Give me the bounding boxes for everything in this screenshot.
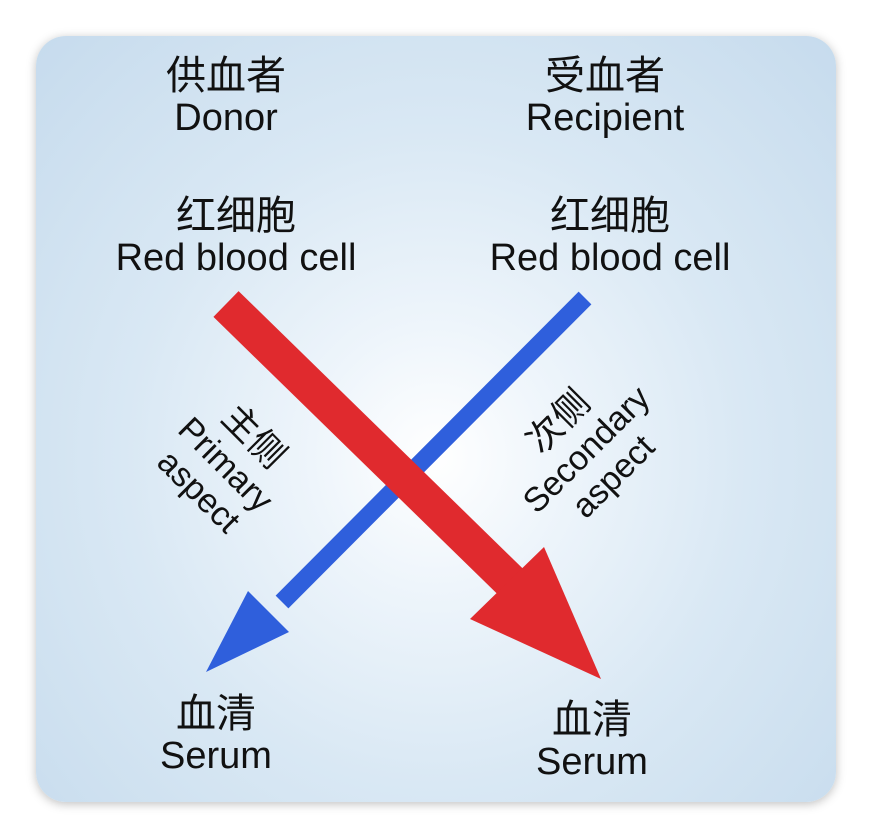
donor-label-en: Donor — [174, 97, 278, 139]
recipient-label-en: Recipient — [525, 97, 685, 139]
recipient-rbc-label: 红细胞 Red blood cell — [460, 194, 760, 280]
donor-rbc-label: 红细胞 Red blood cell — [86, 194, 386, 280]
donor-rbc-label-en: Red blood cell — [115, 237, 357, 279]
serum-right-zh: 血清 — [552, 697, 632, 743]
diagram-panel: 供血者 Donor 受血者 Recipient 红细胞 Red blood ce… — [36, 36, 836, 802]
recipient-label: 受血者 Recipient — [500, 54, 710, 140]
serum-left-en: Serum — [160, 735, 272, 777]
serum-left-label: 血清 Serum — [136, 692, 296, 778]
serum-right-en: Serum — [536, 741, 648, 783]
donor-label-zh: 供血者 — [166, 53, 286, 99]
recipient-rbc-label-en: Red blood cell — [489, 237, 731, 279]
secondary-aspect-arrow — [206, 291, 592, 672]
serum-left-zh: 血清 — [176, 691, 256, 737]
serum-right-label: 血清 Serum — [512, 698, 672, 784]
recipient-label-zh: 受血者 — [545, 53, 665, 99]
donor-label: 供血者 Donor — [146, 54, 306, 140]
recipient-rbc-label-zh: 红细胞 — [550, 193, 670, 239]
arrows-layer — [206, 291, 601, 679]
donor-rbc-label-zh: 红细胞 — [176, 193, 296, 239]
primary-aspect-arrow — [213, 291, 601, 679]
